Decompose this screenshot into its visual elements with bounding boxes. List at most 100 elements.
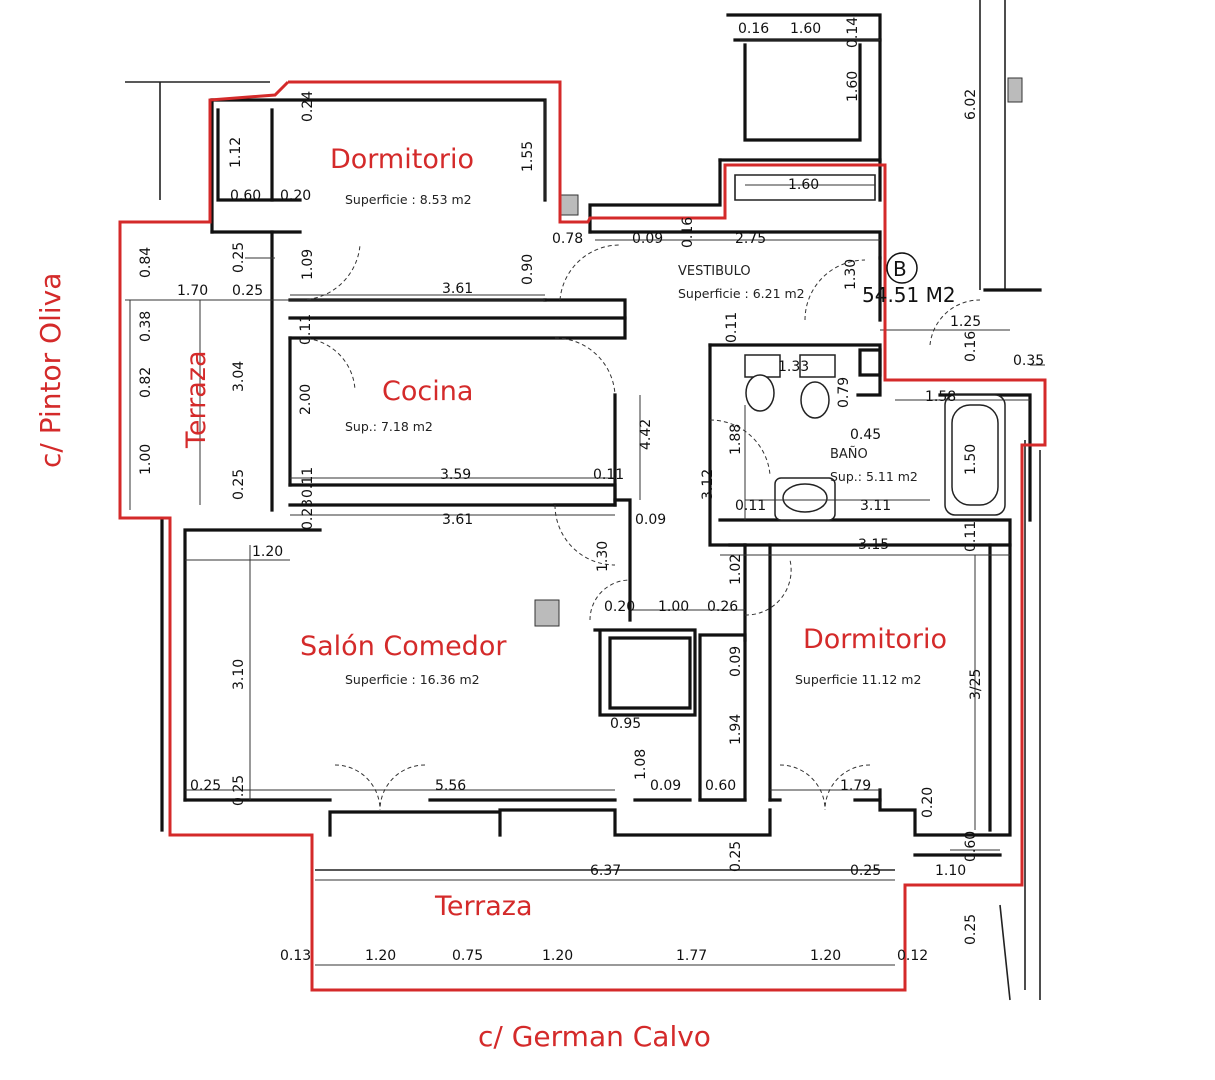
- dim: 0.25: [850, 863, 881, 879]
- dim: 0.95: [610, 716, 641, 732]
- dim: 0.25: [963, 914, 979, 945]
- dim: 1.60: [845, 71, 861, 102]
- room-name-terraza-side: Terraza: [181, 350, 212, 449]
- dim: 5.56: [435, 778, 466, 794]
- dim: 0.82: [138, 367, 154, 398]
- dim: 1.30: [843, 259, 859, 290]
- dim: 0.12: [897, 948, 928, 964]
- dim: 3.61: [442, 281, 473, 297]
- dim: 1.00: [658, 599, 689, 615]
- dim: 0.25: [231, 775, 247, 806]
- unit-letter: B: [893, 257, 907, 281]
- dim: 3.04: [231, 361, 247, 392]
- street-bottom: c/ German Calvo: [478, 1020, 711, 1053]
- dim: 2.75: [735, 231, 766, 247]
- walls: [125, 0, 1042, 1001]
- dim: 0.09: [650, 778, 681, 794]
- dim: 0.09: [728, 646, 744, 677]
- area-bano: Sup.: 5.11 m2: [830, 469, 918, 484]
- dim: 0.16: [963, 331, 979, 362]
- dim: 1.50: [963, 444, 979, 475]
- dim: 0.11: [963, 521, 979, 552]
- dim: 1.60: [790, 21, 821, 37]
- dim: 0.84: [138, 247, 154, 278]
- dim: 0.60: [963, 831, 979, 862]
- dim: 6.37: [590, 863, 621, 879]
- dim: 0.11: [300, 467, 316, 498]
- room-name-salon: Salón Comedor: [300, 631, 507, 662]
- area-vestibulo: Superficie : 6.21 m2: [678, 286, 805, 301]
- bathroom-fixtures: [744, 354, 1006, 521]
- dimension-labels: 0.16 1.60 0.14 1.60 6.02 0.24 1.55 1.12 …: [138, 17, 1044, 964]
- dim: 0.25: [190, 778, 221, 794]
- dim: 3.10: [231, 659, 247, 690]
- dim: 3.61: [442, 512, 473, 528]
- dim: 1.02: [728, 554, 744, 585]
- dim: 0.38: [138, 311, 154, 342]
- dim: 3.15: [858, 537, 889, 553]
- dim: 2.00: [298, 384, 314, 415]
- door-swings: [299, 244, 981, 811]
- dim: 1.33: [778, 359, 809, 375]
- dim: 0.25: [728, 841, 744, 872]
- area-cocina: Sup.: 7.18 m2: [345, 419, 433, 434]
- dim: 0.11: [724, 312, 740, 343]
- dim: 1.55: [520, 141, 536, 172]
- dim: 1.25: [950, 314, 981, 330]
- dim: 0.25: [232, 283, 263, 299]
- dim: 1.70: [177, 283, 208, 299]
- dim: 0.13: [280, 948, 311, 964]
- dim: 3.12: [700, 469, 716, 500]
- dim: 1.20: [252, 544, 283, 560]
- dim: 6.02: [963, 89, 979, 120]
- dim: 3.11: [860, 498, 891, 514]
- dim: 0.11: [593, 467, 624, 483]
- unit-total-area: 54.51 M2: [862, 283, 956, 307]
- room-name-dormitorio-2: Dormitorio: [803, 624, 947, 655]
- dim: 1.09: [300, 249, 316, 280]
- dim: 1.10: [935, 863, 966, 879]
- dim: 0.35: [1013, 353, 1044, 369]
- dim: 1.00: [138, 444, 154, 475]
- dim: 3.59: [440, 467, 471, 483]
- dim: 0.79: [836, 377, 852, 408]
- dim: 1.94: [728, 714, 744, 745]
- dim: 1.58: [925, 389, 956, 405]
- dim: 0.75: [452, 948, 483, 964]
- dim: 0.45: [850, 427, 881, 443]
- room-name-vestibulo: VESTIBULO: [678, 264, 751, 279]
- dim: 0.60: [230, 188, 261, 204]
- dim: 0.26: [707, 599, 738, 615]
- dim: 0.60: [705, 778, 736, 794]
- dim: 1.20: [365, 948, 396, 964]
- dim: 0.09: [635, 512, 666, 528]
- room-name-cocina: Cocina: [382, 376, 473, 407]
- dim: 1.08: [633, 749, 649, 780]
- dim: 1.20: [810, 948, 841, 964]
- street-left: c/ Pintor Oliva: [34, 273, 67, 468]
- dim: 0.20: [604, 599, 635, 615]
- area-dormitorio-2: Superficie 11.12 m2: [795, 672, 921, 687]
- dim: 0.23: [300, 499, 316, 530]
- dim: 0.90: [520, 254, 536, 285]
- area-dormitorio-1: Superficie : 8.53 m2: [345, 192, 472, 207]
- dim: 0.14: [845, 17, 861, 48]
- room-name-terraza-front: Terraza: [434, 891, 533, 922]
- property-boundary: [118, 80, 1047, 992]
- dim: 0.20: [920, 787, 936, 818]
- dim: 1.77: [676, 948, 707, 964]
- dim: 0.09: [632, 231, 663, 247]
- area-salon: Superficie : 16.36 m2: [345, 672, 480, 687]
- dim: 0.16: [680, 217, 696, 248]
- dim: 0.11: [735, 498, 766, 514]
- dim: 0.25: [231, 242, 247, 273]
- dim: 1.88: [728, 424, 744, 455]
- dim: 0.20: [280, 188, 311, 204]
- dim: 0.78: [552, 231, 583, 247]
- dim: 1.30: [595, 541, 611, 572]
- dim: 0.25: [231, 469, 247, 500]
- dim: 0.11: [298, 314, 314, 345]
- room-name-dormitorio-1: Dormitorio: [330, 144, 474, 175]
- dimension-lines: [125, 39, 1045, 966]
